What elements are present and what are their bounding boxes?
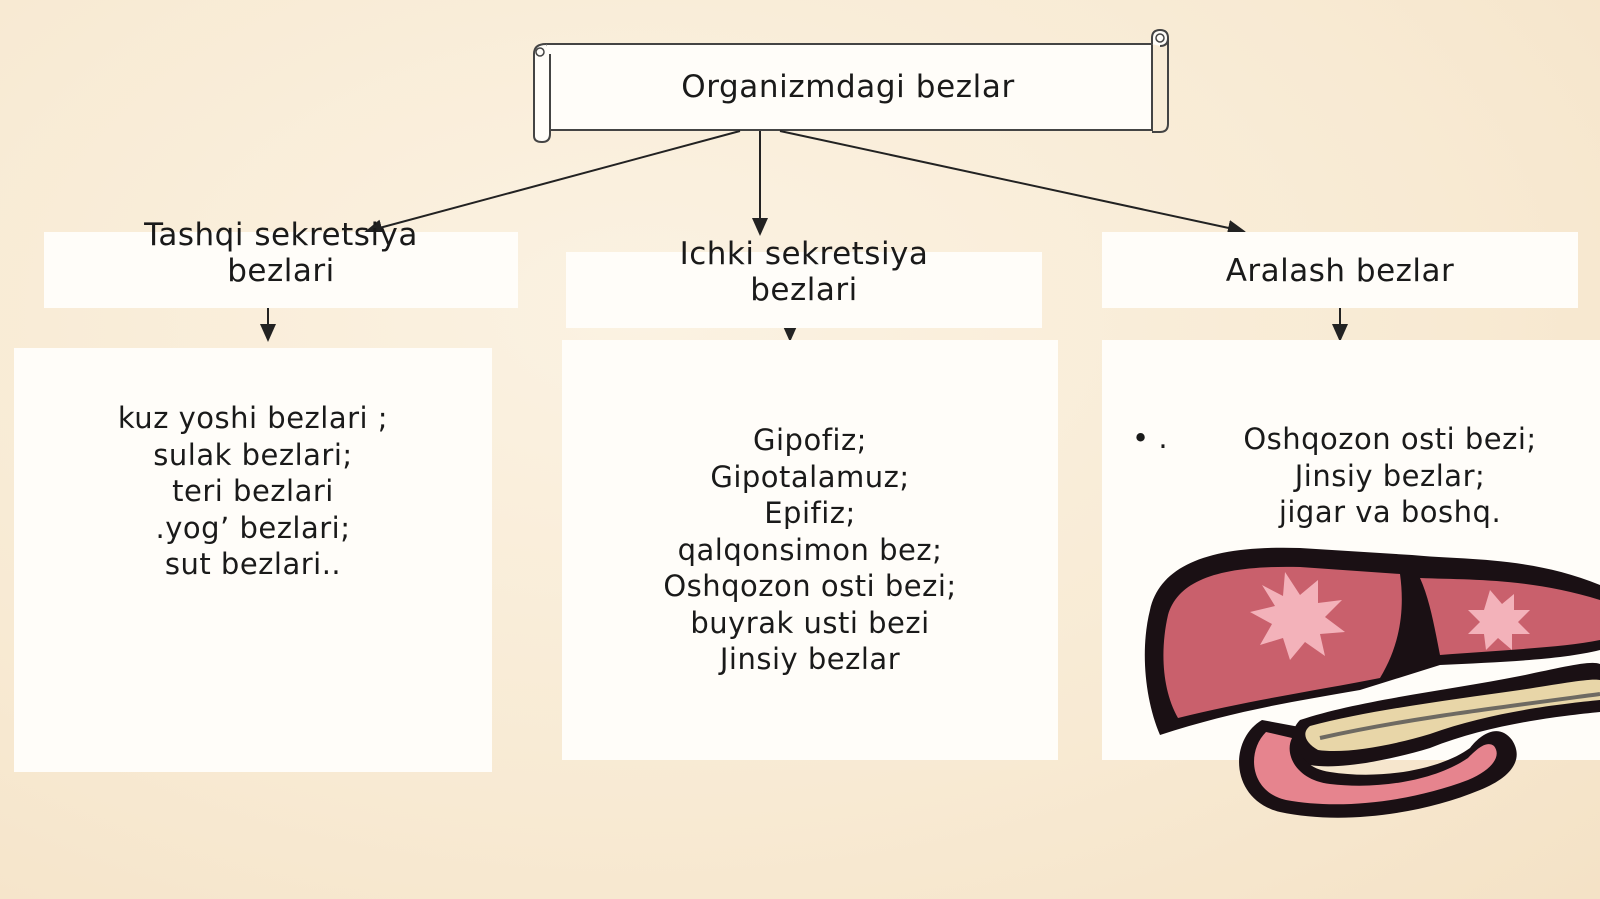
items-list-ichki: Gipofiz; Gipotalamuz; Epifiz; qalqonsimo… [562, 422, 1058, 678]
connector-to-aralash [779, 130, 1246, 236]
category-label-line: Ichki sekretsiya [679, 236, 929, 272]
list-item: Jinsiy bezlar; [1294, 458, 1486, 493]
diagram-title: Organizmdagi bezlar [681, 69, 1015, 105]
pancreas-illustration [1292, 662, 1600, 767]
list-item: qalqonsimon bez; [677, 532, 943, 567]
list-item: jigar va boshq. [1278, 495, 1502, 529]
list-item: Oshqozon osti bezi; [663, 569, 957, 603]
category-label-line: bezlari [227, 253, 335, 289]
list-item: .yog’ bezlari; [155, 510, 351, 545]
duodenum-illustration [1239, 720, 1517, 818]
list-item: buyrak usti bezi [690, 605, 930, 640]
connector-to-tashqi [364, 130, 741, 236]
category-label-aralash: Aralash bezlar [1102, 253, 1578, 289]
list-item: sulak bezlari; [153, 437, 353, 472]
items-list-aralash: Oshqozon osti bezi; Jinsiy bezlar; jigar… [1184, 421, 1596, 531]
list-item: sut bezlari.. [164, 547, 342, 581]
category-box-aralash [1102, 232, 1578, 308]
category-label-tashqi: Tashqi sekretsiya bezlari [44, 217, 518, 289]
category-label-line: bezlari [750, 272, 858, 308]
items-list-tashqi: kuz yoshi bezlari ; sulak bezlari; teri … [14, 400, 492, 583]
list-item: teri bezlari [172, 474, 334, 508]
category-box-ichki [566, 252, 1042, 328]
category-label-line: Tashqi sekretsiya [144, 217, 418, 253]
list-item: kuz yoshi bezlari ; [117, 401, 389, 435]
list-item: Oshqozon osti bezi; [1243, 422, 1537, 456]
category-label-line: Aralash bezlar [1225, 253, 1455, 289]
bullet-marker: • . [1132, 421, 1168, 455]
scroll-banner [533, 28, 1170, 144]
items-box-tashqi [14, 348, 492, 772]
list-item: Epifiz; [764, 496, 856, 530]
category-box-tashqi [44, 232, 518, 308]
liver-illustration [1144, 547, 1600, 735]
list-item: Gipofiz; [753, 423, 867, 457]
list-item: Jinsiy bezlar [719, 642, 901, 676]
list-item: Gipotalamuz; [710, 459, 910, 494]
category-label-ichki: Ichki sekretsiya bezlari [566, 236, 1042, 308]
items-box-ichki [562, 340, 1058, 760]
